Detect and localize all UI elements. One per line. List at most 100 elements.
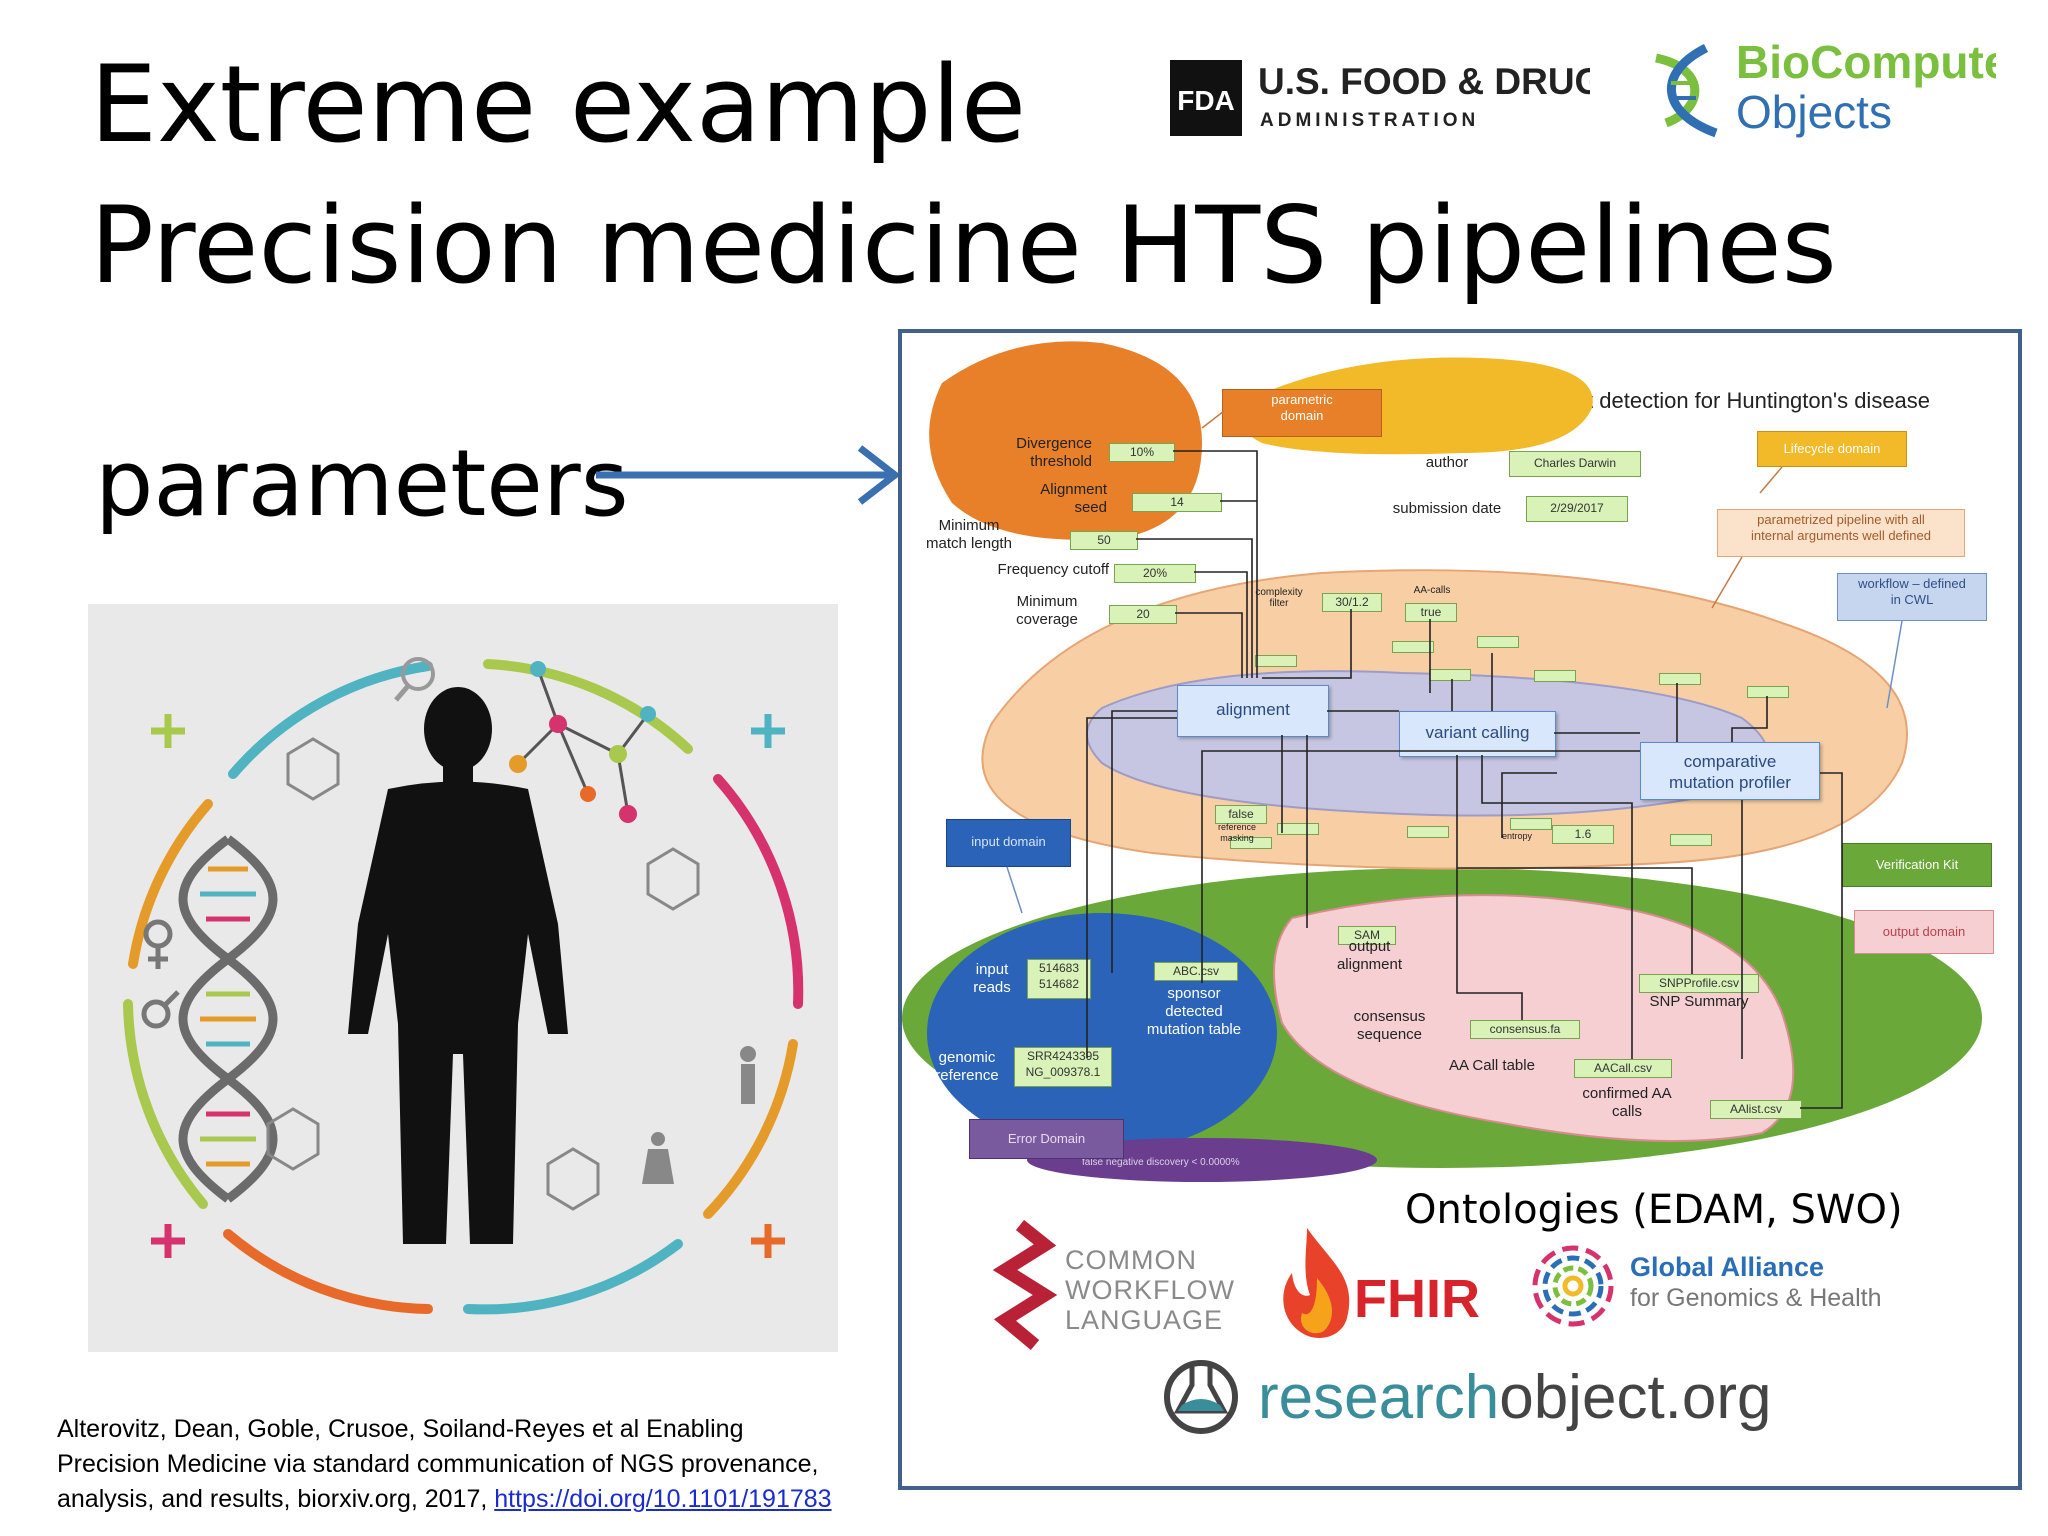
diagram-labels: .tag { position:absolute; font-family:"L…: [902, 333, 2018, 1486]
genomic-value-2: NG_009378.1: [1025, 1065, 1101, 1079]
entropy-label: entropy: [1501, 831, 1533, 841]
global-alliance-line2: for Genomics & Health: [1630, 1284, 1882, 1312]
step-variant-calling[interactable]: variant calling: [1399, 711, 1556, 757]
param-frequency-label: Frequency cutoff: [997, 561, 1109, 578]
bco-line2: Objects: [1736, 86, 1892, 138]
param-coverage-line1: Minimum: [1016, 593, 1078, 610]
fda-mark-text: FDA: [1177, 85, 1235, 116]
cwl-line3: LANGUAGE: [1065, 1305, 1224, 1335]
complexity-line1: complexity: [1255, 587, 1303, 598]
parametric-domain-region: [929, 341, 1202, 540]
param-seed-value[interactable]: 14: [1132, 493, 1222, 512]
param-match-length-value[interactable]: 50: [1070, 531, 1138, 550]
param-match-length-label: Minimum match length: [904, 517, 1034, 553]
aacall-file[interactable]: AACall.csv: [1574, 1059, 1672, 1078]
param-box-empty[interactable]: [1230, 837, 1272, 849]
sam-value[interactable]: SAM: [1338, 926, 1396, 945]
fhir-flame-icon: [1283, 1228, 1350, 1338]
parametric-domain-line2: domain: [1280, 408, 1324, 423]
complexity-line2: filter: [1269, 598, 1289, 609]
input-read-1: 514683: [1038, 961, 1080, 975]
param-coverage-value[interactable]: 20: [1109, 605, 1177, 624]
param-seed-label: Alignment seed: [962, 481, 1107, 517]
param-box-empty[interactable]: [1392, 641, 1434, 653]
step-alignment[interactable]: alignment: [1177, 685, 1329, 737]
output-domain-tag: output domain: [1854, 910, 1994, 954]
biocompute-logo: BioCompute Objects: [1654, 36, 1996, 138]
param-box-empty[interactable]: [1510, 818, 1552, 830]
cwl-line2: WORKFLOW: [1065, 1275, 1235, 1305]
cwl-line1: COMMON: [1065, 1245, 1197, 1275]
workflow-cwl-line2: in CWL: [1890, 592, 1934, 607]
param-box-empty[interactable]: [1534, 670, 1576, 682]
param-divergence-value[interactable]: 10%: [1109, 443, 1175, 462]
aacalls-value[interactable]: true: [1405, 603, 1457, 622]
researchobject-flask-icon: [1164, 1360, 1238, 1434]
aalist-file[interactable]: AAlist.csv: [1710, 1100, 1802, 1119]
consensus-label: consensus sequence: [1342, 1008, 1437, 1044]
snp-file[interactable]: SNPProfile.csv: [1639, 974, 1759, 993]
complexity-label: complexity filter: [1249, 587, 1309, 609]
input-domain-tag: input domain: [946, 819, 1071, 867]
entropy-value[interactable]: 1.6: [1552, 825, 1614, 844]
param-box-empty[interactable]: [1747, 686, 1789, 698]
step-comparative-profiler[interactable]: comparative mutation profiler: [1640, 742, 1820, 800]
aacall-label: AA Call table: [1449, 1057, 1535, 1074]
aacalls-label: AA-calls: [1413, 585, 1451, 596]
confirmed-label: confirmed AA calls: [1567, 1085, 1687, 1121]
input-reads-line1: input: [975, 961, 1009, 978]
param-pipeline-line2: internal arguments well defined: [1751, 528, 1931, 543]
input-reads-label: input reads: [962, 961, 1022, 997]
input-reads-values[interactable]: 514683 514682: [1027, 959, 1091, 999]
input-read-2: 514682: [1038, 977, 1080, 991]
fda-line2: ADMINISTRATION: [1260, 110, 1479, 131]
sponsor-line3: mutation table: [1146, 1021, 1242, 1038]
snp-label: SNP Summary: [1649, 993, 1749, 1010]
verification-kit-tag: Verification Kit: [1842, 843, 1992, 887]
param-frequency-value[interactable]: 20%: [1114, 564, 1196, 583]
cwl-logo-icon: [992, 1220, 1058, 1350]
param-divergence-line1: Divergence: [1016, 435, 1092, 452]
param-box-empty[interactable]: [1670, 834, 1712, 846]
submission-date-value[interactable]: 2/29/2017: [1526, 496, 1628, 522]
citation-line2: Precision Medicine via standard communic…: [57, 1450, 819, 1478]
param-box-empty[interactable]: [1659, 673, 1701, 685]
param-box-empty[interactable]: [1255, 655, 1297, 667]
fhir-text: FHIR: [1354, 1269, 1480, 1329]
step-comparative-line2: mutation profiler: [1669, 773, 1791, 792]
workflow-cwl-line1: workflow – defined: [1858, 576, 1966, 591]
complexity-value[interactable]: 30/1.2: [1322, 593, 1382, 612]
error-domain-tag: Error Domain: [969, 1119, 1124, 1159]
sponsor-label: sponsor detected mutation table: [1134, 985, 1254, 1039]
citation-line3-prefix: analysis, and results, biorxiv.org, 2017…: [57, 1485, 495, 1513]
ro-text-part1: research: [1258, 1363, 1500, 1432]
consensus-file[interactable]: consensus.fa: [1470, 1020, 1580, 1039]
genomic-values[interactable]: SRR4243395 NG_009378.1: [1014, 1047, 1112, 1087]
param-match-length-line1: Minimum: [938, 517, 1000, 534]
global-alliance-line1: Global Alliance: [1630, 1252, 1825, 1282]
step-comparative-line1: comparative: [1683, 752, 1777, 771]
consensus-line1: consensus: [1353, 1008, 1426, 1025]
author-value[interactable]: Charles Darwin: [1509, 451, 1641, 477]
lifecycle-domain-tag: Lifecycle domain: [1757, 431, 1907, 467]
ref-mask-line1: reference: [1217, 822, 1257, 832]
fda-logo: FDA U.S. FOOD & DRUG ADMINISTRATION: [1170, 60, 1590, 136]
param-divergence-line2: threshold: [1030, 453, 1092, 470]
param-box-empty[interactable]: [1477, 636, 1519, 648]
param-box-empty[interactable]: [1407, 826, 1449, 838]
genomic-line2: reference: [935, 1067, 999, 1084]
param-pipeline-tag: parametrized pipeline with all internal …: [1717, 509, 1965, 557]
cwl-logo-text: COMMON WORKFLOW LANGUAGE: [1065, 1245, 1235, 1335]
sponsor-file[interactable]: ABC.csv: [1154, 962, 1238, 981]
output-alignment-label: output alignment: [1322, 938, 1417, 974]
param-coverage-line2: coverage: [1016, 611, 1078, 628]
input-reads-line2: reads: [973, 979, 1011, 996]
output-detail-region: [1273, 894, 1795, 1142]
citation-line1: Alterovitz, Dean, Goble, Crusoe, Soiland…: [57, 1415, 744, 1443]
param-box-empty[interactable]: [1277, 823, 1319, 835]
genomic-line1: genomic: [938, 1049, 996, 1066]
diagram-frame: [898, 329, 2022, 1490]
ref-mask-value[interactable]: false: [1215, 805, 1267, 824]
citation-doi-link[interactable]: https://doi.org/10.1101/191783: [494, 1485, 832, 1513]
output-alignment-line1: output: [1348, 938, 1391, 955]
